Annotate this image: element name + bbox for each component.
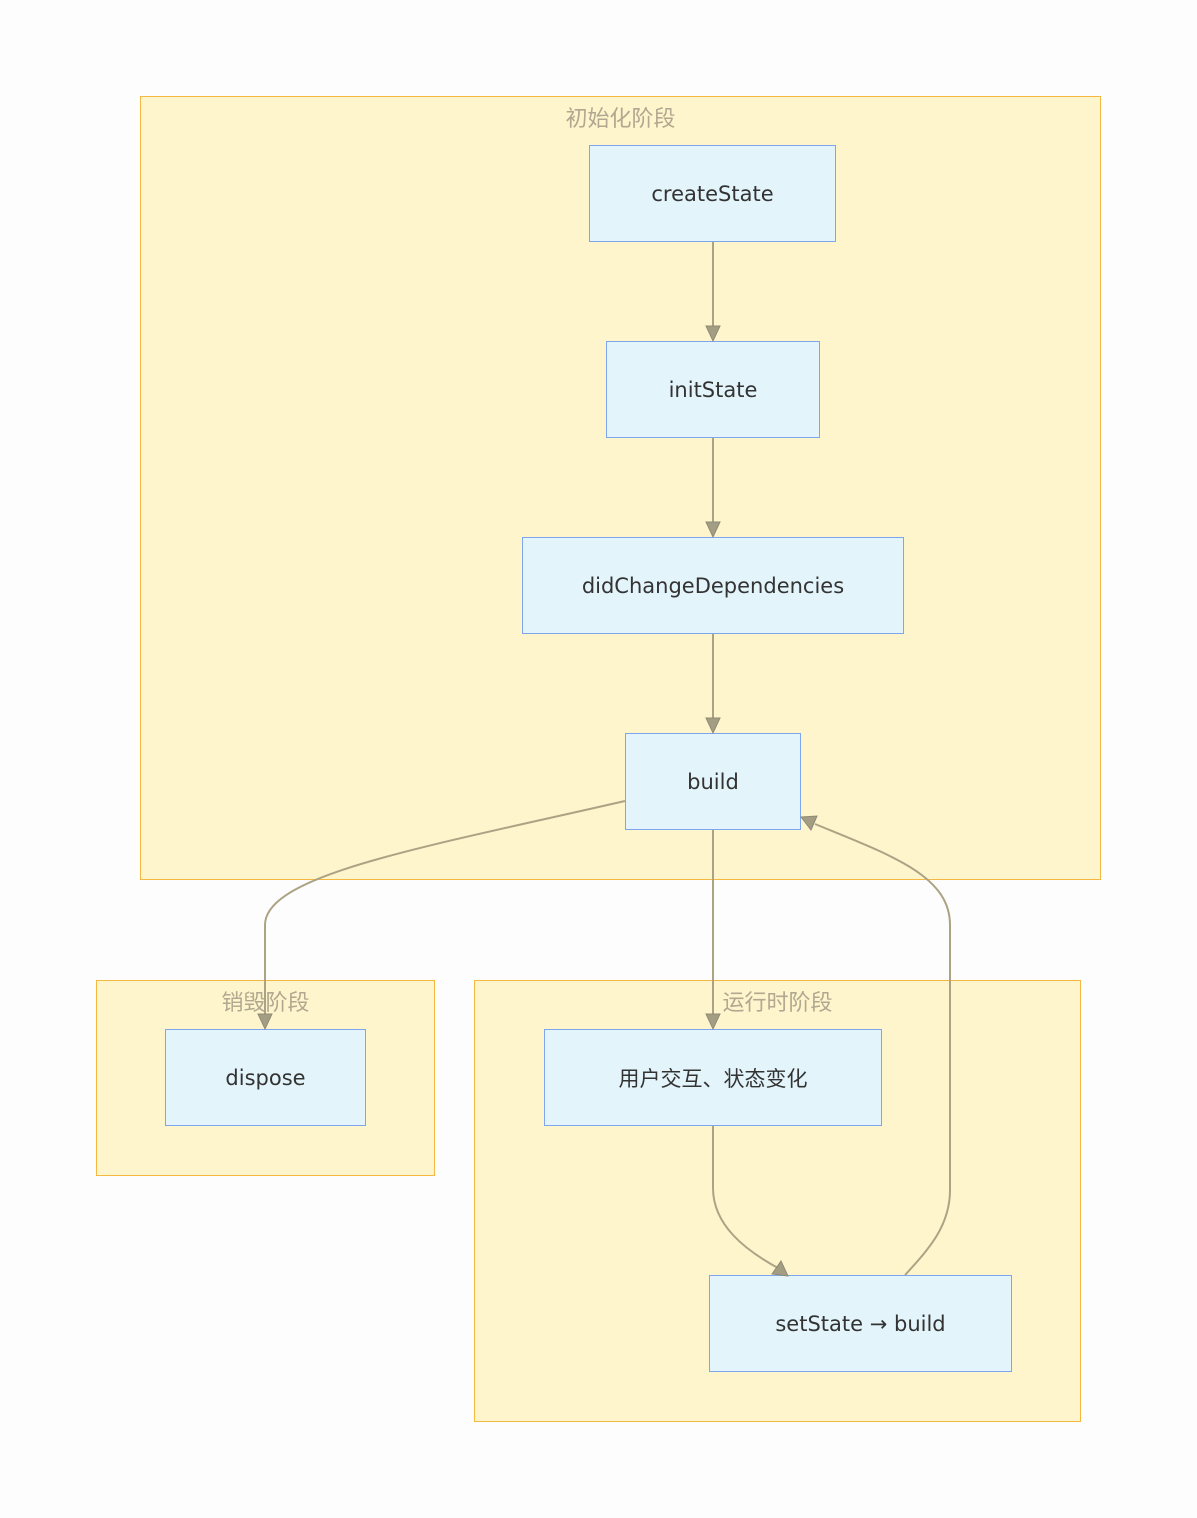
user-interaction-node: 用户交互、状态变化	[544, 1029, 882, 1126]
set-state-build-node: setState → build	[709, 1275, 1012, 1372]
init-phase-label: 初始化阶段	[565, 107, 676, 132]
init-state-label: initState	[668, 377, 758, 402]
dispose-phase-label: 销毁阶段	[221, 991, 310, 1016]
create-state-node: createState	[589, 145, 836, 242]
did-change-dependencies-node: didChangeDependencies	[522, 537, 904, 634]
dispose-label: dispose	[225, 1065, 306, 1090]
dispose-node: dispose	[165, 1029, 366, 1126]
set-state-build-label: setState → build	[775, 1311, 946, 1336]
build-label: build	[687, 769, 739, 794]
build-node: build	[625, 733, 801, 830]
init-state-node: initState	[606, 341, 820, 438]
create-state-label: createState	[651, 181, 774, 206]
runtime-phase-label: 运行时阶段	[722, 991, 833, 1016]
user-interaction-label: 用户交互、状态变化	[618, 1066, 808, 1091]
did-change-dependencies-label: didChangeDependencies	[581, 573, 845, 598]
